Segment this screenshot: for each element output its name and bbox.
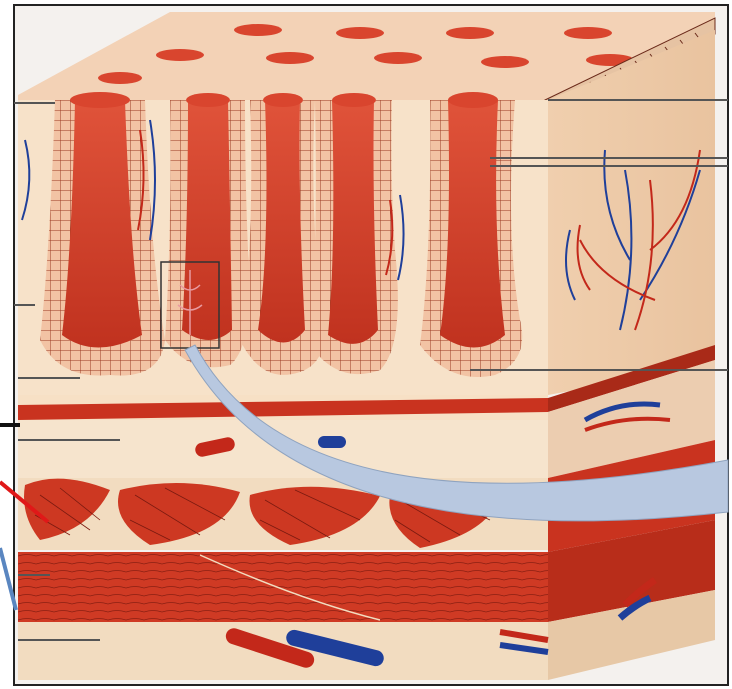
gland-1	[40, 100, 165, 376]
gland-5	[420, 100, 522, 377]
gland-4	[310, 100, 398, 374]
gland-2	[165, 100, 250, 367]
gastric-glands	[40, 92, 522, 377]
